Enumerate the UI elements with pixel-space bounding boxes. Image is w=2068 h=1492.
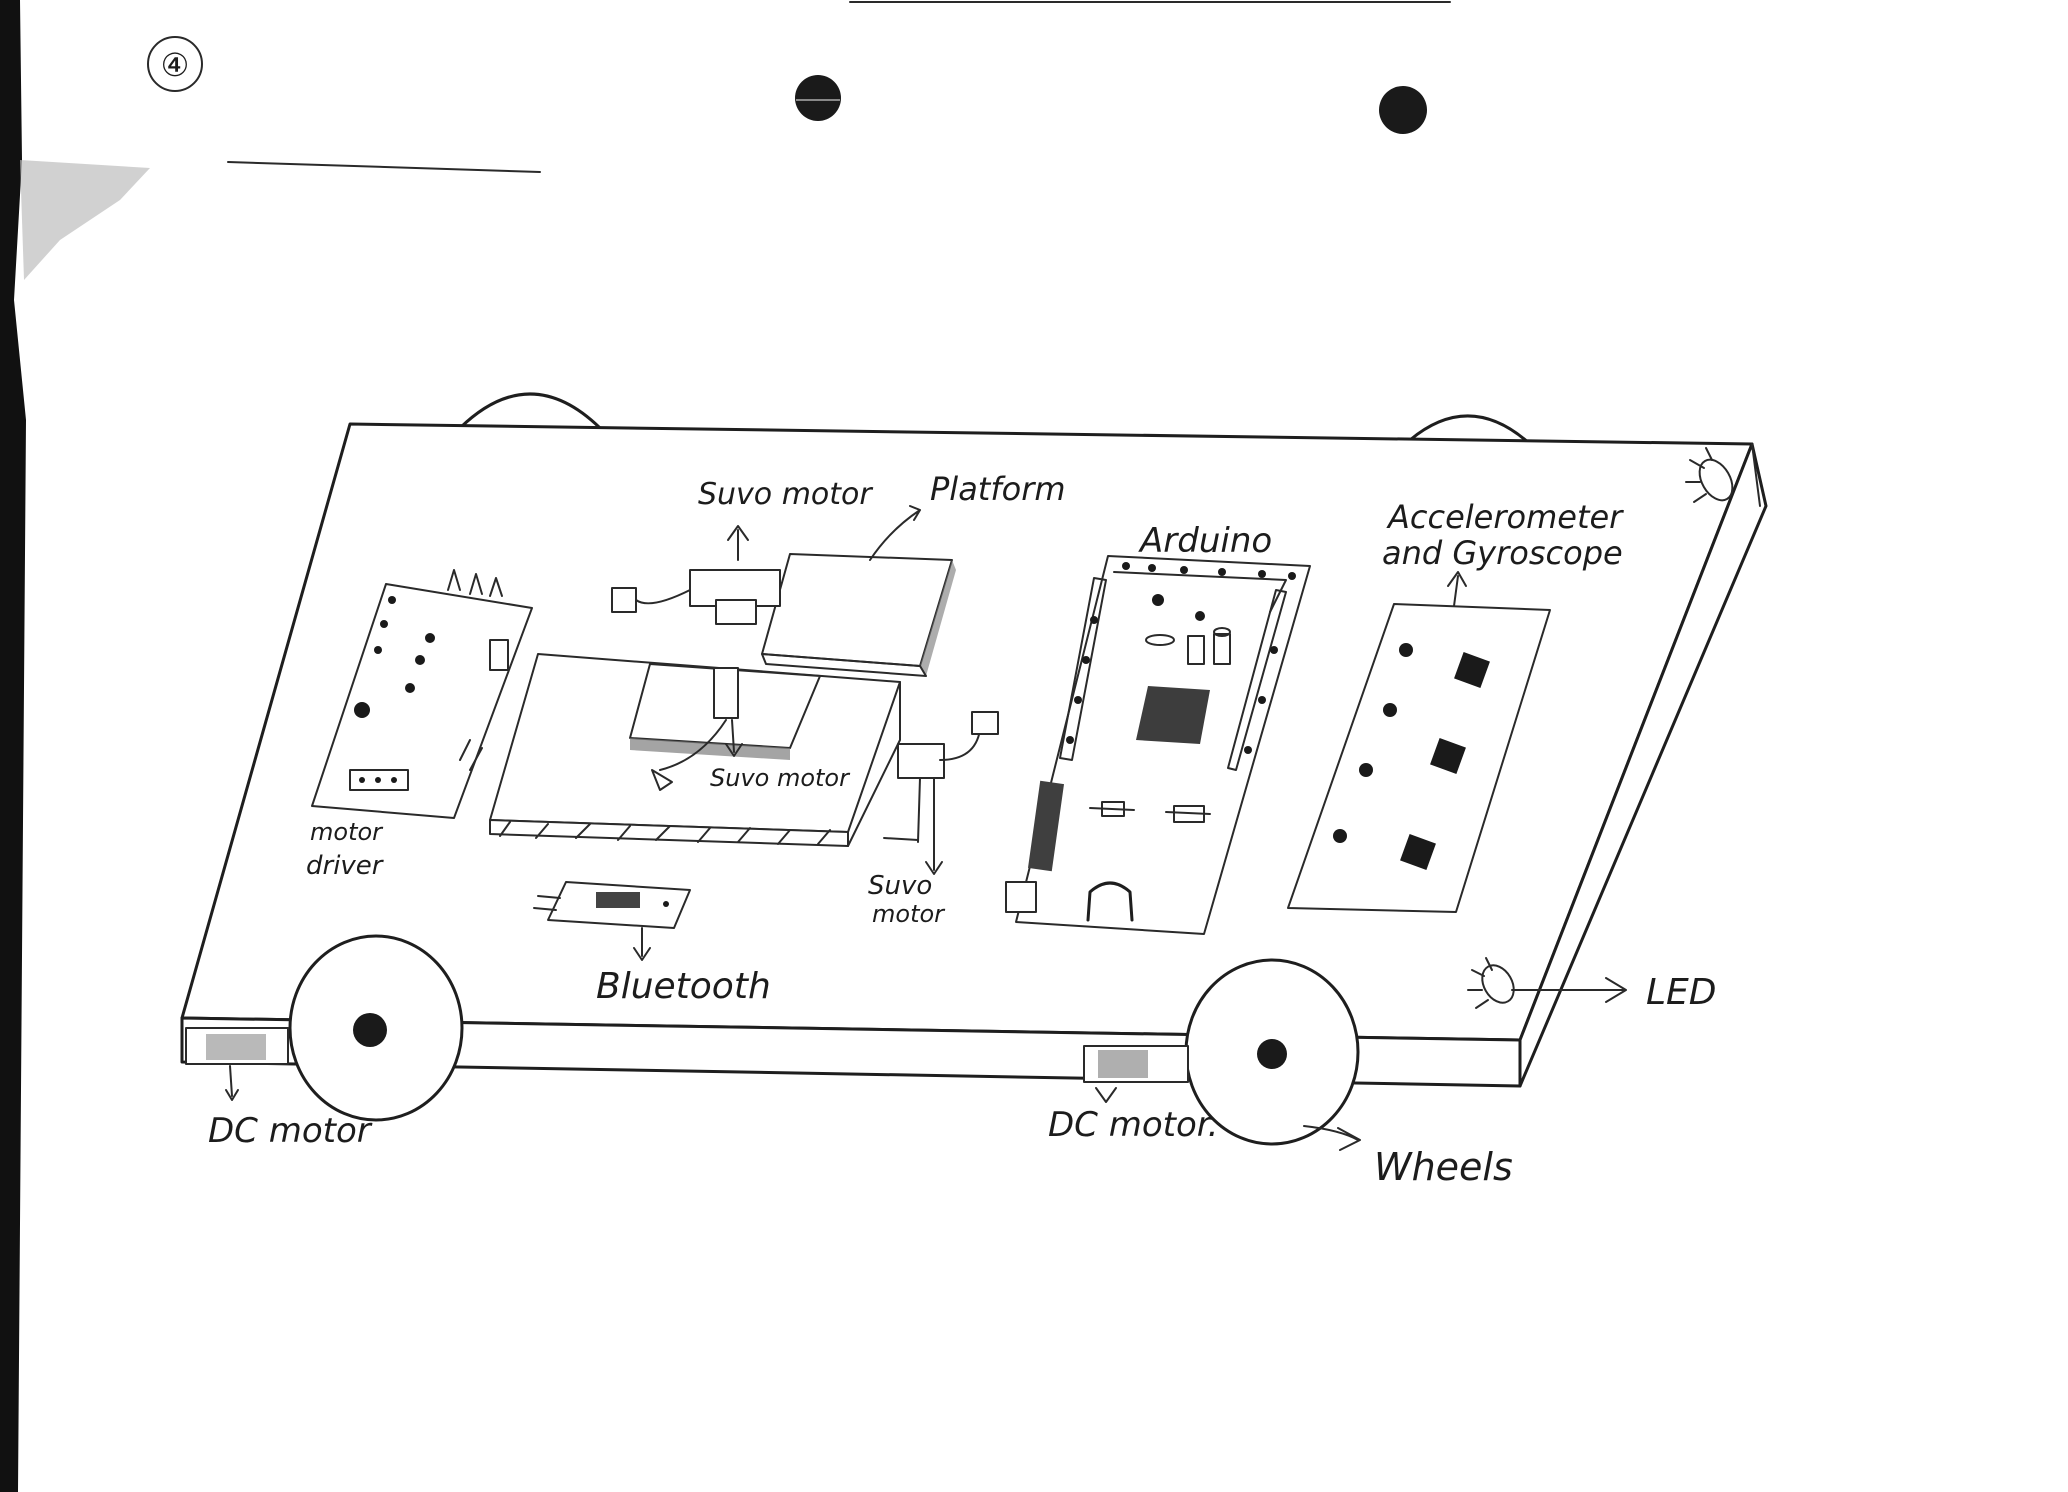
corner-mark-text: ④: [161, 46, 190, 84]
label-servo-motor-right-line2: motor: [872, 900, 946, 928]
label-servo-motor-middle: Suvo motor: [710, 764, 851, 792]
label-platform: Platform: [930, 470, 1066, 508]
label-led: LED: [1646, 972, 1717, 1013]
front-wheel-left: [290, 936, 462, 1120]
label-servo-motor-top: Suvo motor: [698, 477, 873, 512]
label-accelerometer-line1: Accelerometer: [1386, 498, 1624, 536]
label-accelerometer-line2: and Gyroscope: [1382, 534, 1623, 572]
label-wheels: Wheels: [1374, 1145, 1513, 1189]
label-servo-motor-right-line1: Suvo: [868, 871, 932, 901]
label-arduino: Arduino: [1138, 521, 1272, 561]
binder-hole-right: [1379, 86, 1427, 134]
label-bluetooth: Bluetooth: [596, 966, 771, 1007]
binder-hole-left: [795, 75, 841, 121]
label-dc-motor-right: DC motor.: [1048, 1105, 1218, 1145]
label-motor-driver-line1: motor: [310, 818, 384, 846]
label-motor-driver-line2: driver: [306, 851, 385, 881]
label-dc-motor-left: DC motor: [208, 1111, 373, 1151]
